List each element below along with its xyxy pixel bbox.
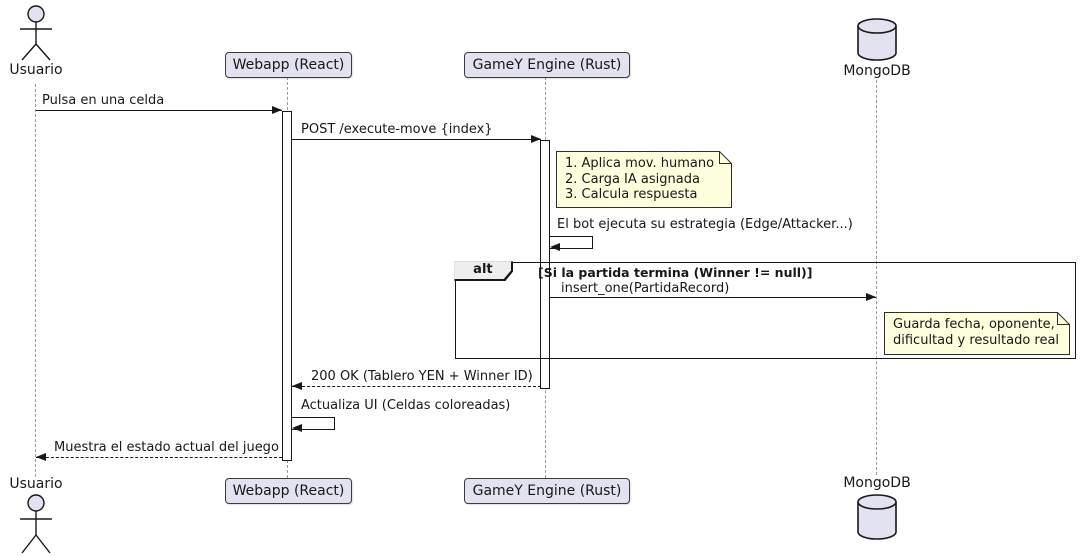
message-line-dashed (36, 457, 282, 458)
alt-fragment: alt [Si la partida termina (Winner != nu… (454, 261, 1076, 359)
note-background (556, 151, 732, 208)
participant-engine-label: GameY Engine (Rust) (472, 57, 622, 73)
activation-bar-webapp (282, 111, 292, 461)
arrowhead-left-icon (550, 243, 560, 251)
message-click-cell: Pulsa en una celda (42, 93, 165, 108)
database-icon-mongodb-top (856, 17, 898, 62)
participant-engine-label: GameY Engine (Rust) (472, 483, 622, 499)
note-engine-steps: 1. Aplica mov. humano 2. Carga IA asigna… (556, 151, 732, 208)
actor-icon-usuario-top (8, 4, 64, 62)
note-line: 3. Calcula respuesta (565, 187, 698, 202)
activation-bar-engine (540, 140, 550, 389)
database-label-mongodb-bottom: MongoDB (843, 475, 911, 491)
message-line (292, 139, 541, 140)
arrowhead-left-icon (36, 453, 46, 461)
participant-webapp-top: Webapp (React) (225, 52, 352, 78)
arrowhead-right-icon (531, 135, 541, 143)
self-message-loop (292, 417, 335, 430)
actor-label-usuario-top: Usuario (9, 62, 63, 78)
note-background (884, 312, 1070, 355)
arrowhead-right-icon (866, 293, 876, 301)
participant-webapp-label: Webapp (React) (232, 57, 345, 73)
message-line (550, 297, 876, 298)
note-line: dificultad y resultado real (893, 332, 1060, 348)
lifeline-mongodb (876, 80, 877, 475)
message-response-ok: 200 OK (Tablero YEN + Winner ID) (311, 369, 533, 384)
alt-operator-text: alt (473, 262, 493, 278)
database-label-mongodb-top: MongoDB (843, 63, 911, 79)
message-insert-record: insert_one(PartidaRecord) (561, 281, 730, 296)
participant-engine-bottom: GameY Engine (Rust) (464, 478, 630, 504)
note-line: 2. Carga IA asignada (565, 171, 700, 187)
message-show-state: Muestra el estado actual del juego (54, 440, 279, 455)
note-line: 1. Aplica mov. humano (565, 156, 715, 171)
arrowhead-right-icon (272, 106, 282, 114)
arrowhead-left-icon (292, 424, 302, 432)
alt-operator-label: alt (454, 261, 512, 280)
note-db-record: Guarda fecha, oponente, dificultad y res… (884, 312, 1070, 355)
participant-webapp-label: Webapp (React) (232, 483, 345, 499)
lifeline-usuario (35, 84, 36, 477)
message-update-ui: Actualiza UI (Celdas coloreadas) (301, 398, 511, 413)
alt-guard-condition: [Si la partida termina (Winner != null)] (538, 265, 813, 280)
arrowhead-left-icon (292, 382, 302, 390)
note-db-record-text: Guarda fecha, oponente, dificultad y res… (893, 317, 1059, 348)
message-line (36, 110, 282, 111)
message-line-dashed (292, 386, 541, 387)
participant-webapp-bottom: Webapp (React) (225, 478, 352, 504)
database-icon-mongodb-bottom (856, 492, 898, 542)
note-line: Guarda fecha, oponente, (893, 317, 1055, 332)
participant-engine-top: GameY Engine (Rust) (464, 52, 630, 78)
actor-label-usuario-bottom: Usuario (9, 476, 63, 492)
message-post-move: POST /execute-move {index} (301, 122, 493, 137)
message-bot-strategy: El bot ejecuta su estrategia (Edge/Attac… (557, 217, 853, 232)
actor-icon-usuario-bottom (8, 493, 64, 555)
note-engine-steps-text: 1. Aplica mov. humano 2. Carga IA asigna… (565, 156, 714, 203)
self-message-loop (550, 236, 593, 249)
